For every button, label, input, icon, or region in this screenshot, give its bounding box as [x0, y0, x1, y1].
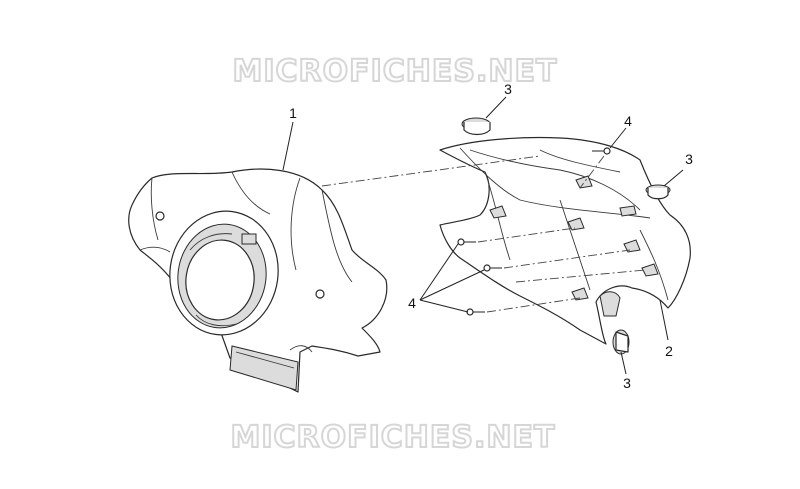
assembly-line	[477, 227, 576, 243]
assembly-line	[321, 155, 541, 187]
callout-plug-right: 3	[685, 151, 693, 167]
assembly-line	[579, 155, 605, 189]
clip	[567, 217, 585, 231]
rubber-plug	[612, 329, 630, 355]
callout-screw-group: 4	[408, 295, 416, 311]
callout-screw-top: 4	[624, 113, 632, 129]
assembly-line	[486, 297, 581, 313]
callout-part-2: 2	[665, 343, 673, 359]
mount-hole	[315, 289, 325, 299]
rubber-plug	[461, 117, 491, 136]
clip	[619, 205, 637, 217]
callout-part-1: 1	[289, 105, 297, 121]
assembly-line	[503, 249, 631, 269]
clip	[623, 239, 641, 253]
clip	[571, 287, 589, 301]
watermark-bottom: MICROFICHES.NET	[231, 420, 556, 455]
clip	[641, 263, 659, 277]
callout-plug-bottom: 3	[623, 375, 631, 391]
screw	[466, 308, 485, 316]
clip	[575, 175, 593, 189]
screw	[457, 238, 476, 246]
mount-hole	[155, 211, 165, 221]
rear-handlebar-cover	[439, 136, 691, 345]
mount-tab	[241, 233, 257, 245]
watermark-top: MICROFICHES.NET	[233, 54, 558, 89]
screw	[592, 147, 611, 155]
callout-plug-top: 3	[504, 81, 512, 97]
screw	[483, 264, 502, 272]
assembly-line	[515, 269, 646, 283]
front-handlebar-cover	[128, 168, 388, 393]
rubber-plug	[645, 184, 671, 200]
clip	[489, 205, 507, 219]
